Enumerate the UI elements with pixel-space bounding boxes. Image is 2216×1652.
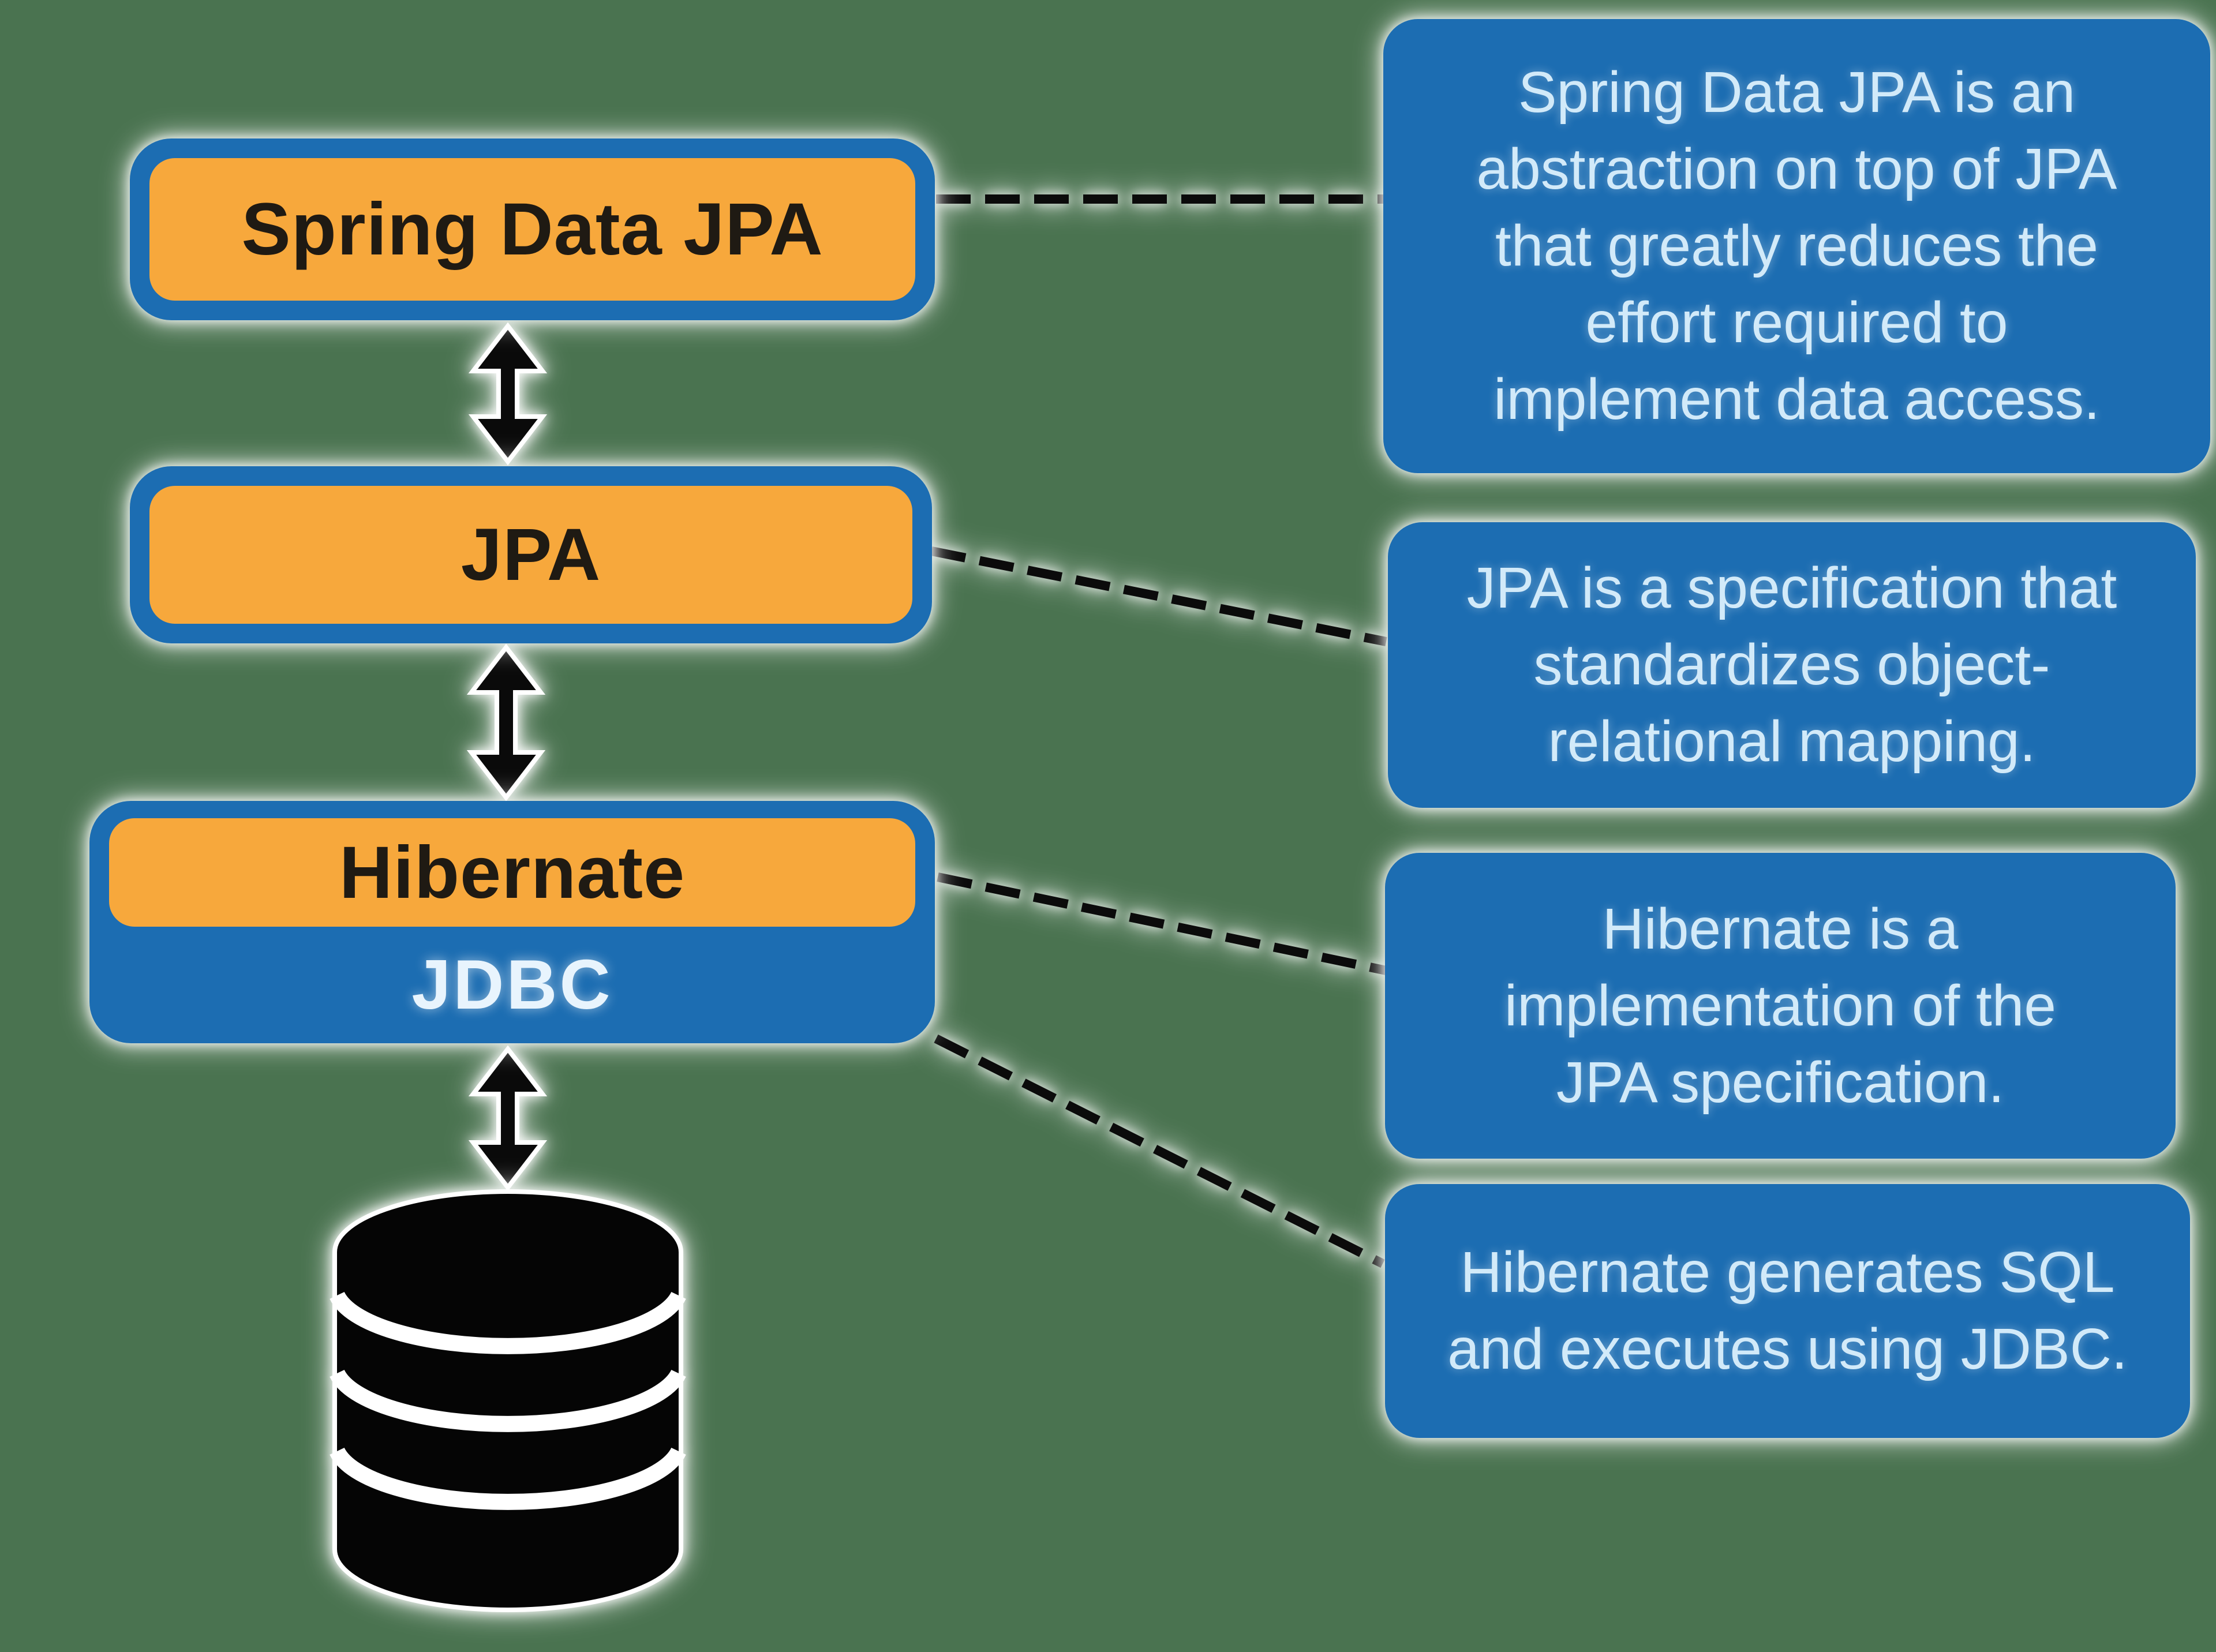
dashed-connector-hibernate [937, 872, 1387, 975]
dashed-connector-jdbc [934, 1034, 1385, 1268]
note-box-jpa: JPA is a specification that standardizes… [1388, 522, 2196, 808]
note-box-spring-data-jpa: Spring Data JPA is an abstraction on top… [1383, 19, 2210, 473]
double-arrow-icon [468, 322, 548, 466]
note-box-jdbc: Hibernate generates SQL and executes usi… [1385, 1184, 2190, 1438]
layer-box-jpa: JPA [130, 466, 932, 643]
double-arrow-icon [468, 1045, 548, 1192]
layer-label-jpa: JPA [461, 514, 601, 596]
double-arrow-icon [466, 643, 546, 801]
dashed-connector-jpa [930, 546, 1387, 646]
database-icon [330, 1189, 686, 1612]
note-text-spring-data-jpa: Spring Data JPA is an abstraction on top… [1476, 60, 2117, 432]
layer-label-spring-data-jpa: Spring Data JPA [241, 188, 823, 271]
layer-box-jpa-inner: JPA [149, 486, 912, 624]
layer-label-hibernate: Hibernate [339, 831, 686, 914]
layer-box-hibernate-inner: Hibernate [109, 818, 915, 927]
layer-box-spring-data-jpa-inner: Spring Data JPA [149, 158, 915, 301]
note-text-jpa: JPA is a specification that standardizes… [1466, 556, 2117, 774]
layer-box-hibernate-jdbc: Hibernate JDBC [89, 801, 935, 1043]
note-box-hibernate: Hibernate is a implementation of the JPA… [1385, 853, 2176, 1159]
layer-label-jdbc: JDBC [411, 945, 613, 1024]
note-text-jdbc: Hibernate generates SQL and executes usi… [1447, 1240, 2128, 1381]
layer-box-spring-data-jpa: Spring Data JPA [130, 138, 935, 320]
note-text-hibernate: Hibernate is a implementation of the JPA… [1504, 896, 2057, 1115]
layer-jdbc-area: JDBC [89, 930, 935, 1039]
